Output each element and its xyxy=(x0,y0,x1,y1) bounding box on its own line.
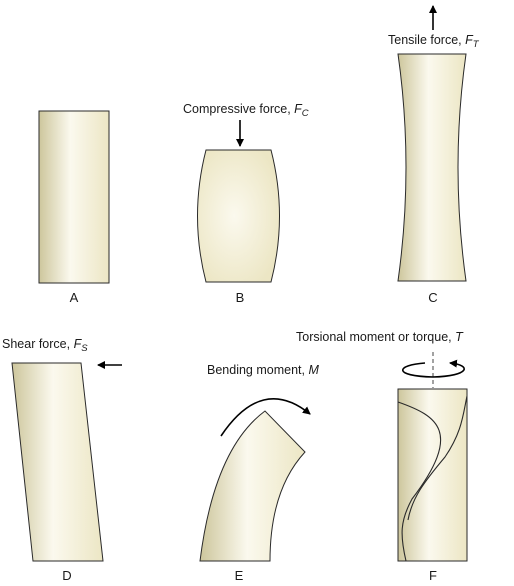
panel-e: Bending moment, M E xyxy=(199,363,319,583)
bone-a xyxy=(38,110,110,284)
compressive-force-label: Compressive force, FC xyxy=(183,102,309,119)
panel-a-letter: A xyxy=(70,290,79,305)
bone-c xyxy=(397,53,467,282)
panel-f: Torsional moment or torque, T F xyxy=(296,330,468,583)
tensile-force-label: Tensile force, FT xyxy=(388,33,480,50)
bone-f xyxy=(397,388,468,562)
torque-label: Torsional moment or torque, T xyxy=(296,330,464,344)
panel-d-letter: D xyxy=(62,568,71,583)
torsion-spiral-line-2 xyxy=(407,395,468,521)
panel-b-letter: B xyxy=(236,290,245,305)
torque-arrow xyxy=(401,359,465,378)
panel-b: Compressive force, FC B xyxy=(183,102,309,305)
panel-d: Shear force, FS D xyxy=(2,337,122,583)
panel-f-letter: F xyxy=(429,568,437,583)
panel-a: A xyxy=(38,110,110,305)
bone-b xyxy=(197,149,280,283)
shear-force-label: Shear force, FS xyxy=(2,337,88,354)
bone-d xyxy=(11,362,104,562)
panel-c-letter: C xyxy=(428,290,437,305)
panel-c: Tensile force, FT C xyxy=(388,5,480,305)
torsion-spiral-line-1 xyxy=(397,401,442,562)
bending-moment-label: Bending moment, M xyxy=(207,363,319,377)
panel-e-letter: E xyxy=(235,568,244,583)
bone-e xyxy=(199,410,306,562)
bending-moment-arrow xyxy=(220,398,311,437)
